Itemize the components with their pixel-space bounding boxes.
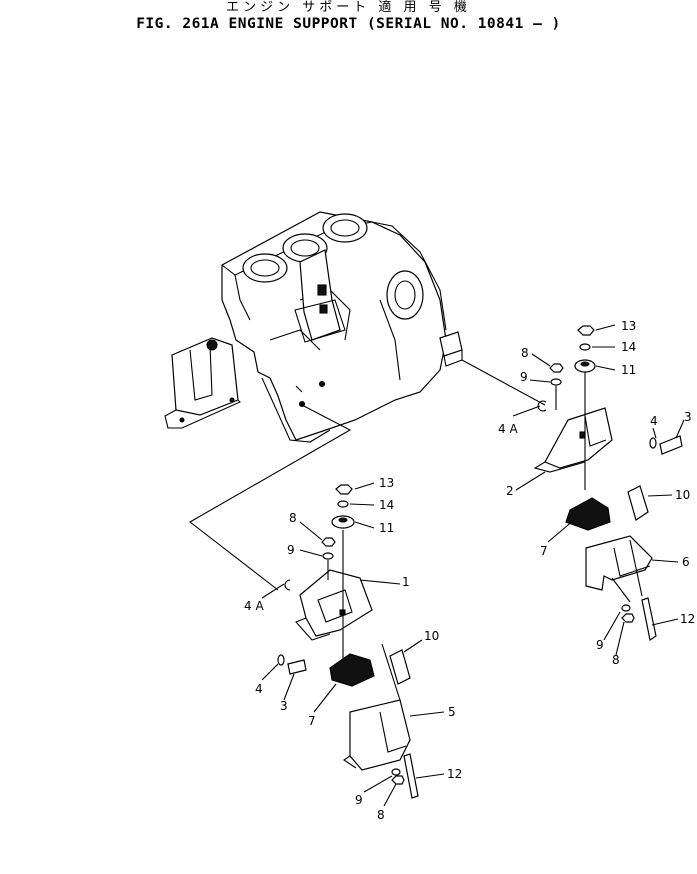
callout-6-right: 6 [682,555,690,569]
callout-14-right: 14 [621,340,636,354]
callout-9-right: 9 [520,370,528,384]
callout-13-right: 13 [621,319,636,333]
callout-7-right: 7 [540,544,548,558]
callout-8-right: 8 [521,346,529,360]
callout-8b-right: 8 [612,653,620,667]
washer-part-14-right [579,343,591,351]
bracket-part-5-left [349,699,411,771]
engine-block [164,211,463,443]
callout-4a-right: 4 A [498,422,518,436]
nut-part-8b-right [621,613,635,623]
callout-12-left: 12 [447,767,462,781]
callout-9b-left: 9 [355,793,363,807]
title-japanese: エンジン サポート 適 用 号 機 [226,0,471,15]
stopper-part-10-left [389,649,411,685]
washer-part-9b-left [391,768,401,776]
callout-11-right: 11 [621,363,636,377]
washer-part-9-left [322,552,334,560]
callout-4a-left: 4 A [244,599,264,613]
nut-part-8b-left [391,775,405,785]
left-mount-assembly [277,484,419,799]
bracket-part-2-right [544,407,613,469]
callout-8-left: 8 [289,511,297,525]
callout-12-right: 12 [680,612,695,626]
bolt-part-12-right [641,597,657,641]
callout-13-left: 13 [379,476,394,490]
callout-10-right: 10 [675,488,690,502]
figure-title: FIG. 261A ENGINE SUPPORT (SERIAL NO. 108… [136,16,561,32]
washer-part-4-right [649,437,657,449]
callout-9-left: 9 [287,543,295,557]
bracket-part-1-left [299,569,373,637]
callout-leaders [261,324,685,807]
bolt-part-3-right [659,435,683,455]
callout-5-left: 5 [448,705,456,719]
right-mount-assembly [533,325,683,641]
callout-11-left: 11 [379,521,394,535]
washer-part-4-left [277,654,285,666]
washer-part-9b-right [621,604,631,612]
callout-7-left: 7 [308,714,316,728]
callout-9b-right: 9 [596,638,604,652]
stopper-part-10-right [627,485,649,521]
callout-1-left: 1 [402,575,410,589]
leader-block-to-left-mount [189,403,352,591]
callout-3-right: 3 [684,410,692,424]
nut-part-8-left [321,537,336,547]
nut-part-13-left [335,484,353,495]
leader-block-to-right-mount [461,359,546,406]
bolt-part-12-left [403,753,419,799]
washer-part-9-right [550,378,562,386]
snap-ring-part-4a-right [537,400,547,412]
callout-10-left: 10 [424,629,439,643]
nut-part-8-right [549,363,564,373]
callout-4-right: 4 [650,414,658,428]
washer-part-14-left [337,500,349,508]
bolt-part-3-left [287,659,307,675]
callout-4-left: 4 [255,682,263,696]
callout-14-left: 14 [379,498,394,512]
bracket-part-6-right [585,535,653,591]
callout-8b-left: 8 [377,808,385,822]
callout-labels: 13 14 11 8 9 4 A 4 3 2 10 7 6 12 9 8 13 … [244,319,695,822]
nut-part-13-right [577,325,595,336]
rubber-mount-part-7-right [565,497,611,531]
callout-2-right: 2 [506,484,514,498]
callout-3-left: 3 [280,699,288,713]
snap-ring-part-4a-left [284,579,291,591]
rubber-mount-part-7-left [329,653,375,687]
